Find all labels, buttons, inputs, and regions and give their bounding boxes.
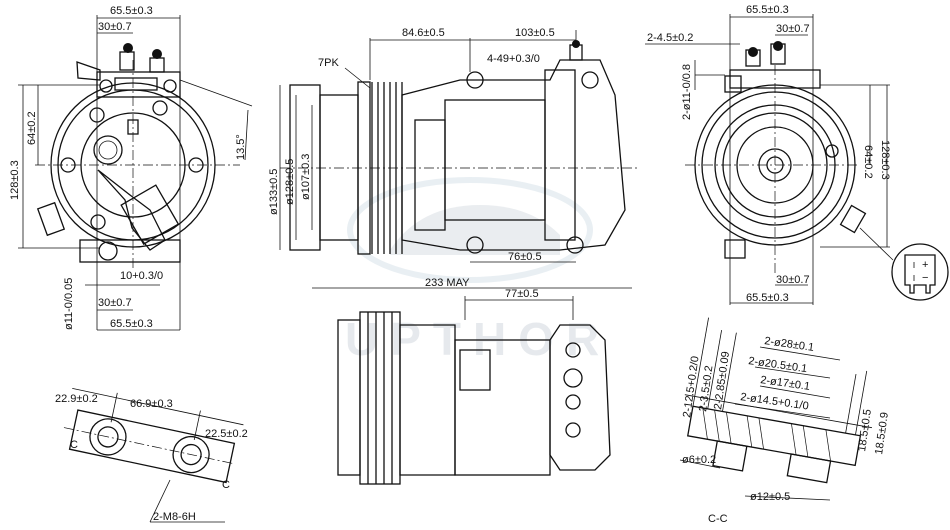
connector-minus: −: [922, 272, 928, 284]
dim-slot: 10+0.3/0: [120, 270, 163, 282]
dim-height-total: 128±0.3: [879, 140, 891, 180]
dim-d12: ø12±0.5: [750, 491, 790, 503]
port-view: [63, 388, 244, 484]
dim-angle: 13.5°: [235, 134, 247, 160]
dim-width-top: 65.5±0.3: [110, 5, 153, 17]
dim-pulley-offset: 84.6±0.5: [402, 27, 445, 39]
svg-text:UPTHOR: UPTHOR: [345, 313, 611, 365]
dim-width-top: 65.5±0.3: [746, 4, 789, 16]
dim-port-span: 66.9±0.3: [130, 398, 173, 410]
dim-port-right: 22.5±0.2: [205, 428, 248, 440]
watermark-logo: UPTHOR: [345, 177, 611, 365]
dim-d6: ø6±0.2: [682, 454, 716, 466]
dim-offset-top: 30±0.7: [776, 23, 810, 35]
dim-boss: 2-4.5±0.2: [647, 32, 693, 44]
top-view: 77±0.5: [337, 288, 611, 485]
dim-d20: 2-ø20.5±0.1: [748, 355, 808, 375]
dim-overall-length: 233 MAY: [425, 277, 470, 289]
dim-height-half: 64±0.2: [862, 145, 874, 179]
dim-width-bottom: 65.5±0.3: [746, 292, 789, 304]
section-mark-left: C: [70, 439, 78, 451]
dim-belt: 7PK: [318, 57, 339, 69]
dim-port-left: 22.9±0.2: [55, 393, 98, 405]
dim-d28: 2-ø28±0.1: [764, 335, 815, 354]
dim-hole: ø11-0/0.05: [63, 278, 75, 330]
dim-offset-bottom: 30±0.7: [776, 274, 810, 286]
dim-depth2: 2-2.85±0.09: [712, 351, 732, 411]
dim-thread: 2-M8-6H: [153, 511, 196, 523]
dim-dia-inner: ø107±0.3: [300, 154, 312, 200]
connector-plus: +: [922, 259, 928, 271]
dim-height-total: 128±0.3: [9, 160, 21, 200]
dim-holes: 4-49+0.3/0: [487, 53, 540, 65]
dim-body-length: 103±0.5: [515, 27, 555, 39]
dim-holes: 2-ø11-0/0.8: [681, 64, 693, 120]
front-view-left: 65.5±0.3 30±0.7 128±0.3 64±0.2 13.5° 10+…: [9, 5, 253, 331]
section-title: C-C: [708, 513, 728, 525]
section-mark-right: C: [222, 479, 230, 491]
dim-d14: 2-ø14.5+0.1/0: [740, 391, 810, 412]
dim-port-offset: 77±0.5: [505, 288, 539, 300]
side-view: 7PK 84.6±0.5 103±0.5 4-49+0.3/0 ø133±0.5…: [268, 27, 640, 289]
dim-h1: 18.5±0.5: [856, 408, 874, 452]
section-cc: 2-ø28±0.1 2-ø20.5±0.1 2-ø17±0.1 2-ø14.5+…: [679, 317, 891, 525]
dim-dia-pulley: ø128±0.5: [284, 159, 296, 205]
dim-mount-spacing: 76±0.5: [508, 251, 542, 263]
dim-height-half: 64±0.2: [26, 111, 38, 145]
dim-offset-top: 30±0.7: [98, 21, 132, 33]
dim-width-bottom: 65.5±0.3: [110, 318, 153, 330]
dim-dia-outer: ø133±0.5: [268, 169, 280, 215]
dim-offset-bottom: 30±0.7: [98, 297, 132, 309]
rear-view: + − 65.5±0.3 30±0.7 2-4.5±0.2 2-ø11-0/0.…: [645, 4, 949, 305]
connector-detail: [891, 243, 949, 301]
dim-h2: 18.5±0.9: [873, 411, 891, 455]
